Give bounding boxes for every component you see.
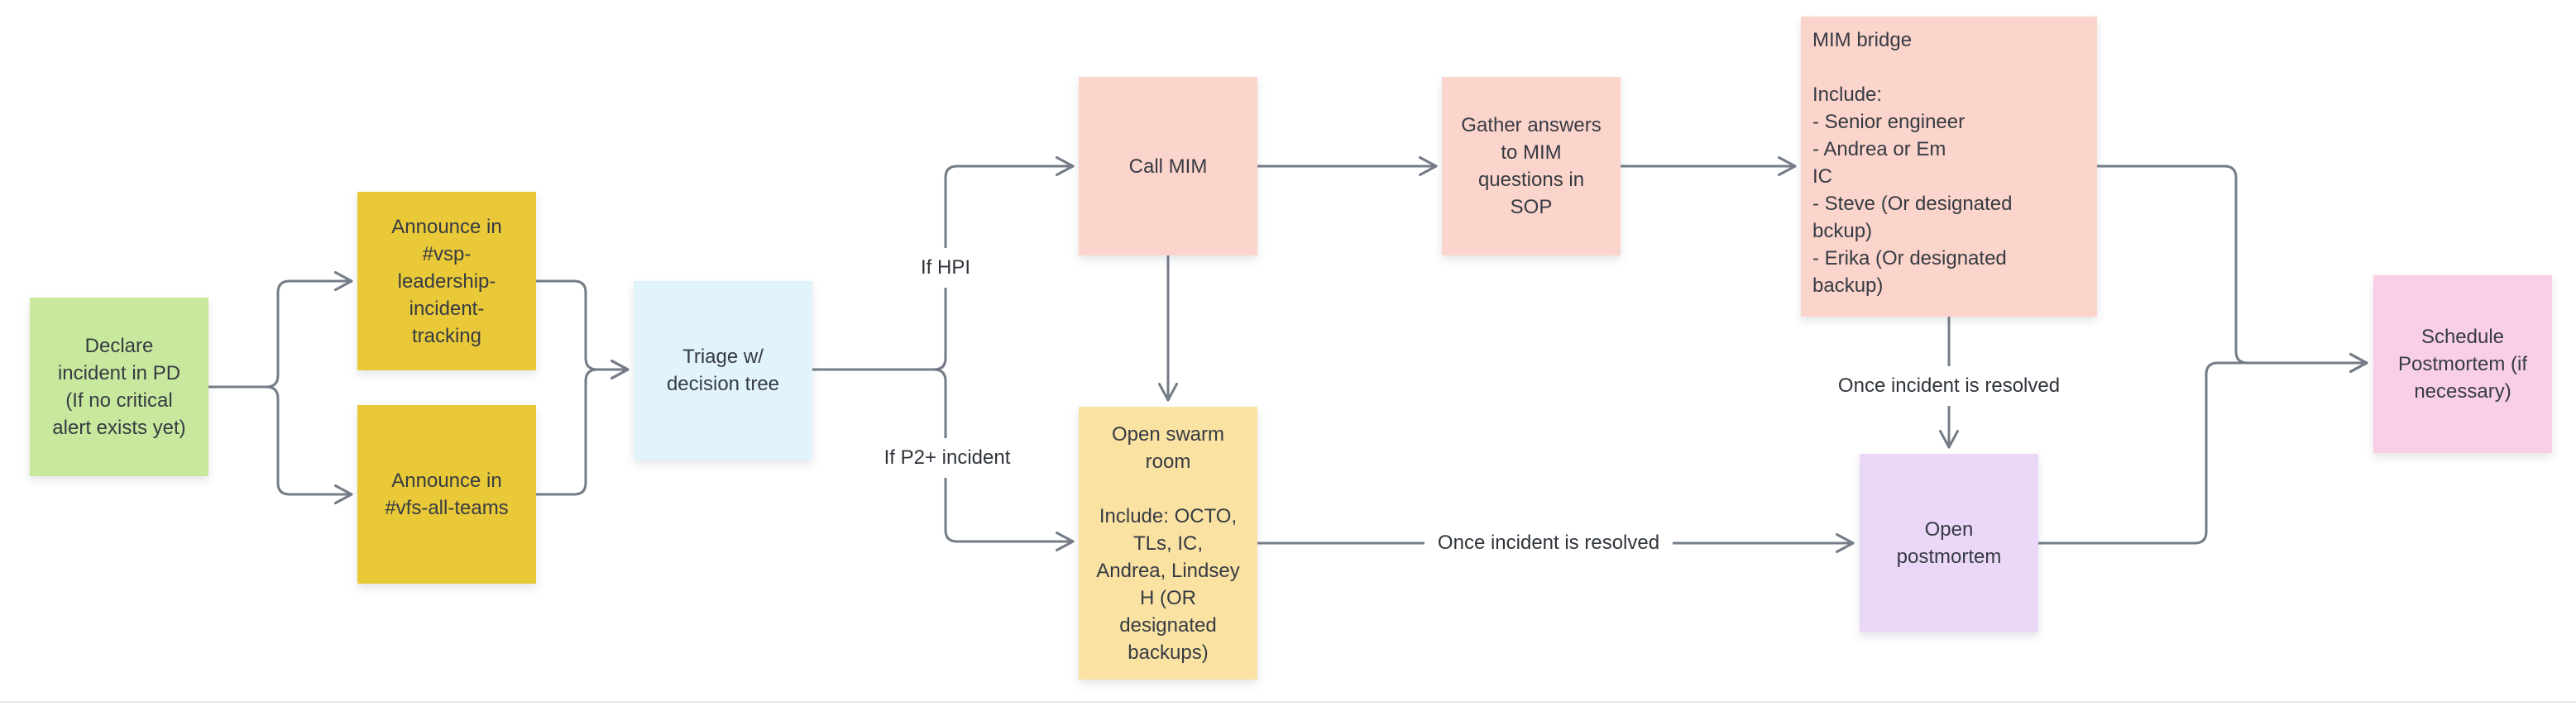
sticky-call-mim[interactable]: Call MIM [1079,77,1257,255]
connector-mim-bridge-to-schedule-postmortem[interactable] [2095,165,2368,373]
sticky-open-swarm-room-text: Open swarm room Include: OCTO, TLs, IC, … [1096,422,1240,664]
sticky-call-mim-text: Call MIM [1128,155,1208,178]
sticky-schedule-postmortem-text: Schedule Postmortem (if necessary) [2397,326,2528,403]
sticky-triage-decision-tree-text: Triage w/ decision tree [666,346,780,395]
connector-open-postmortem-to-schedule-postmortem[interactable] [2037,353,2368,545]
canvas-section-divider [0,701,2576,703]
sticky-open-swarm-room[interactable]: Open swarm room Include: OCTO, TLs, IC, … [1079,407,1257,680]
sticky-gather-answers-text: Gather answers to MIM questions in SOP [1461,114,1602,218]
sticky-announce-all-teams[interactable]: Announce in #vfs-all-teams [357,405,536,584]
sticky-gather-answers[interactable]: Gather answers to MIM questions in SOP [1442,77,1621,255]
sticky-declare-incident-text: Declare incident in PD (If no critical a… [52,335,186,439]
rect-mim-bridge-text: MIM bridge Include: - Senior engineer - … [1812,29,2013,297]
connector-announce-leadership-to-triage[interactable] [534,279,630,379]
sticky-announce-all-teams-text: Announce in #vfs-all-teams [385,470,509,519]
edge-label-once-resolved-vertical[interactable]: Once incident is resolved [1824,366,2074,406]
sticky-triage-decision-tree[interactable]: Triage w/ decision tree [634,281,812,460]
sticky-declare-incident[interactable]: Declare incident in PD (If no critical a… [30,298,208,476]
sticky-announce-leadership-text: Announce in #vsp- leadership- incident- … [391,215,502,347]
edge-label-once-resolved-horizontal[interactable]: Once incident is resolved [1424,523,1673,563]
edge-label-if-hpi[interactable]: If HPI [907,248,984,288]
sticky-schedule-postmortem[interactable]: Schedule Postmortem (if necessary) [2373,275,2552,453]
edge-label-if-p2-incident[interactable]: If P2+ incident [870,438,1024,478]
sticky-open-postmortem[interactable]: Open postmortem [1860,454,2038,632]
connector-declare-to-announce-leadership[interactable] [208,271,353,389]
sticky-announce-leadership[interactable]: Announce in #vsp- leadership- incident- … [357,192,536,370]
sticky-open-postmortem-text: Open postmortem [1896,518,2002,568]
connector-declare-to-announce-all-teams[interactable] [208,385,353,504]
connector-announce-all-teams-to-triage[interactable] [534,360,630,496]
rect-mim-bridge[interactable]: MIM bridge Include: - Senior engineer - … [1801,17,2097,317]
